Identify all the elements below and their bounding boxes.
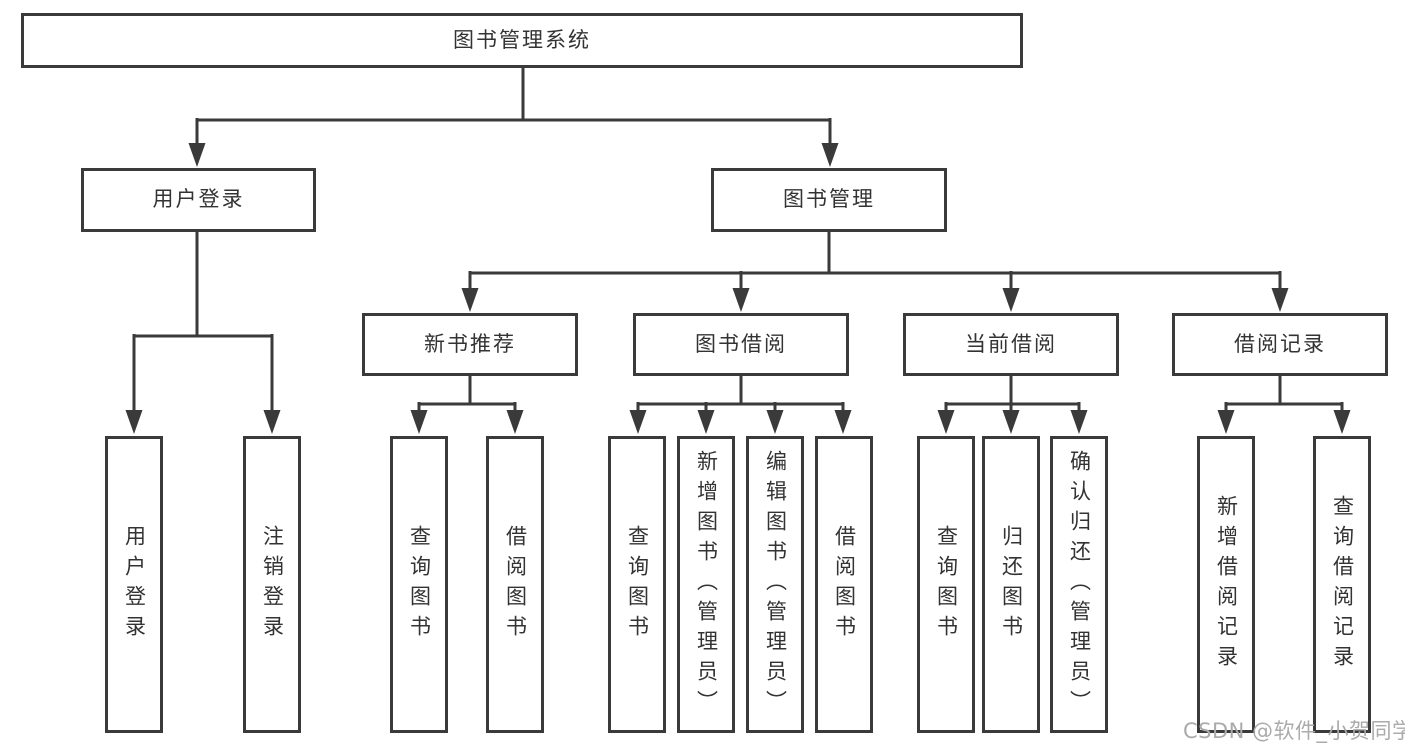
leaf-query-books-borrowing: 查询图书 (608, 436, 666, 733)
leaf-borrow-books-recommend: 借阅图书 (486, 436, 544, 733)
leaf-add-borrow-record: 新增借阅记录 (1197, 436, 1255, 733)
node-borrowing-records: 借阅记录 (1172, 313, 1388, 376)
node-book-management: 图书管理 (711, 168, 947, 232)
leaf-edit-books-admin: 编辑图书（管理员） (746, 436, 804, 733)
leaf-borrow-books-borrowing: 借阅图书 (815, 436, 873, 733)
node-book-borrowing: 图书借阅 (633, 313, 849, 376)
leaf-return-books: 归还图书 (982, 436, 1040, 733)
leaf-logout: 注销登录 (243, 436, 301, 733)
leaf-query-books-recommend: 查询图书 (390, 436, 448, 733)
node-root-library-management-system: 图书管理系统 (21, 13, 1023, 68)
leaf-user-login: 用户登录 (105, 436, 163, 733)
csdn-watermark: CSDN @软件_小贺同学 (1183, 719, 1405, 743)
node-current-borrowing: 当前借阅 (903, 313, 1119, 376)
leaf-add-books-admin: 新增图书（管理员） (677, 436, 735, 733)
node-user-login: 用户登录 (81, 168, 316, 232)
leaf-confirm-return-admin: 确认归还（管理员） (1050, 436, 1108, 733)
node-new-book-recommend: 新书推荐 (362, 313, 578, 376)
leaf-query-books-current: 查询图书 (917, 436, 975, 733)
leaf-query-borrow-record: 查询借阅记录 (1313, 436, 1371, 733)
